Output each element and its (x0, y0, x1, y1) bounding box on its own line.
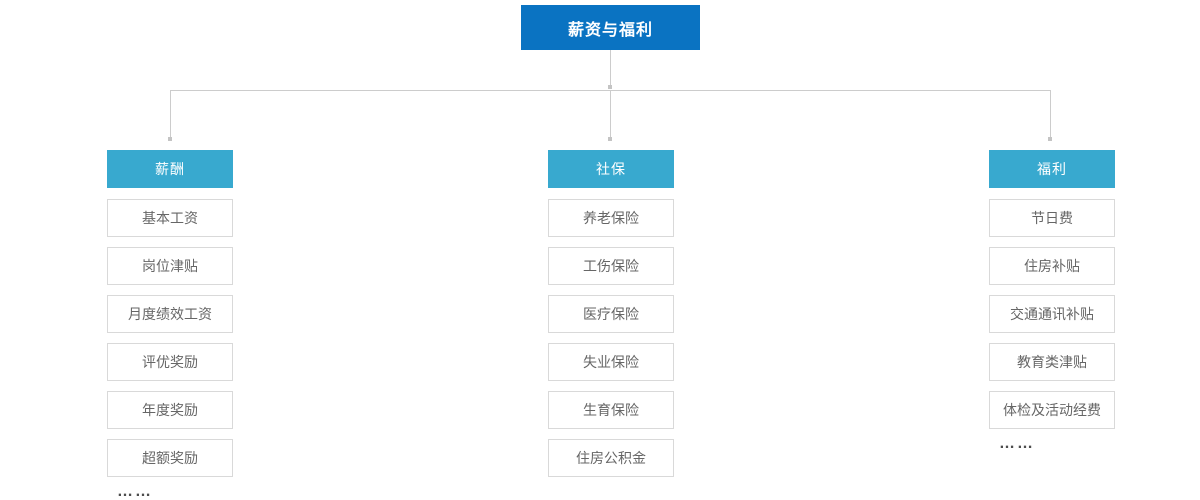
connector-dot (608, 85, 612, 89)
tree-node[interactable]: 年度奖励 (107, 391, 233, 429)
tree-node[interactable]: 月度绩效工资 (107, 295, 233, 333)
tree-node[interactable]: 超额奖励 (107, 439, 233, 477)
tree-node[interactable]: 岗位津贴 (107, 247, 233, 285)
branch-column-salary: 薪酬 基本工资 岗位津贴 月度绩效工资 评优奖励 年度奖励 超额奖励 …… (107, 150, 233, 500)
tree-node[interactable]: 体检及活动经费 (989, 391, 1115, 429)
connector-dot (608, 137, 612, 141)
ellipsis: …… (999, 435, 1035, 452)
tree-node[interactable]: 交通通讯补贴 (989, 295, 1115, 333)
tree-node[interactable]: 住房公积金 (548, 439, 674, 477)
tree-node[interactable]: 生育保险 (548, 391, 674, 429)
connector-drop-center (610, 90, 611, 137)
connector-root-stem (610, 50, 611, 86)
connector-drop-right (1050, 90, 1051, 137)
connector-dot (168, 137, 172, 141)
tree-node[interactable]: 基本工资 (107, 199, 233, 237)
branch-column-social-insurance: 社保 养老保险 工伤保险 医疗保险 失业保险 生育保险 住房公积金 (548, 150, 674, 487)
branch-header-social-insurance[interactable]: 社保 (548, 150, 674, 188)
tree-node[interactable]: 住房补贴 (989, 247, 1115, 285)
tree-node[interactable]: 评优奖励 (107, 343, 233, 381)
root-node-salary-benefits[interactable]: 薪资与福利 (521, 5, 700, 50)
tree-node[interactable]: 节日费 (989, 199, 1115, 237)
branch-header-salary[interactable]: 薪酬 (107, 150, 233, 188)
tree-node[interactable]: 养老保险 (548, 199, 674, 237)
tree-node[interactable]: 医疗保险 (548, 295, 674, 333)
branch-header-welfare[interactable]: 福利 (989, 150, 1115, 188)
ellipsis: …… (117, 483, 153, 500)
connector-drop-left (170, 90, 171, 137)
tree-node[interactable]: 失业保险 (548, 343, 674, 381)
branch-column-welfare: 福利 节日费 住房补贴 交通通讯补贴 教育类津贴 体检及活动经费 …… (989, 150, 1115, 452)
tree-node[interactable]: 教育类津贴 (989, 343, 1115, 381)
connector-dot (1048, 137, 1052, 141)
tree-node[interactable]: 工伤保险 (548, 247, 674, 285)
